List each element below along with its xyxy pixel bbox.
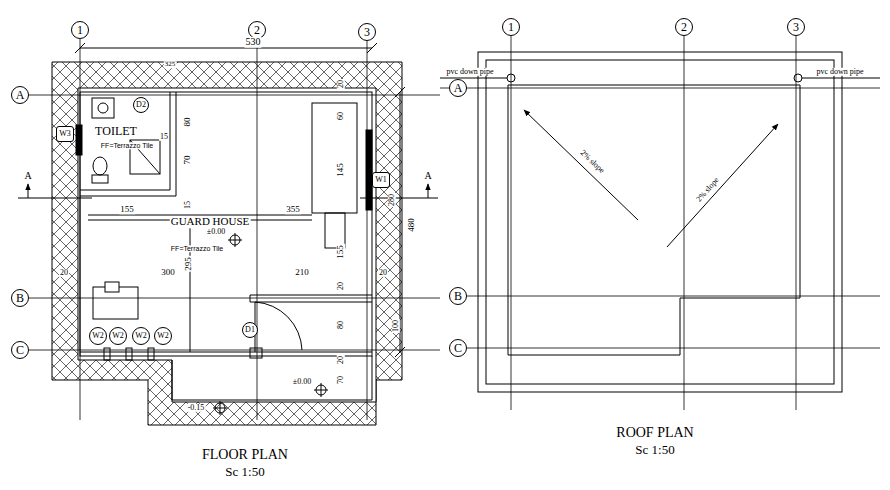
dimension: 15 (159, 133, 169, 141)
tag-text: A (454, 82, 463, 94)
tag-text: W2 (112, 332, 124, 340)
dimension: 280 (388, 193, 396, 207)
dimension: 155 (336, 244, 345, 260)
finish-note: FF=Terrazzo Tile (100, 142, 154, 149)
finish-note: FF=Terrazzo Tile (170, 245, 224, 252)
dimension: 20 (59, 269, 69, 277)
tag-text: D2 (136, 101, 146, 109)
grid-bubble: 3 (787, 18, 805, 36)
dimension: 70 (337, 375, 345, 385)
floor-plan (18, 39, 440, 425)
window-tag: W3 (56, 126, 74, 142)
dimension: 20 (337, 281, 345, 291)
tag-text: 2 (681, 21, 687, 33)
tag-text: W2 (135, 332, 147, 340)
level-mark: ±0.00 (206, 228, 226, 236)
tag-text: 2 (254, 24, 260, 36)
grid-bubble: 3 (358, 23, 376, 41)
tag-text: W1 (375, 176, 387, 184)
grid-bubble: 1 (71, 21, 89, 39)
dimension: 295 (184, 256, 193, 272)
room-name: TOILET (94, 125, 138, 138)
room-name: GUARD HOUSE (170, 216, 251, 228)
grid-bubble: B (11, 289, 29, 307)
dimension: 70 (183, 155, 192, 166)
pipe-note: pvc down pipe (445, 68, 494, 76)
dimension: 530 (245, 37, 262, 48)
drawing-title: FLOOR PLAN (201, 448, 289, 463)
dimension: 325 (164, 61, 177, 68)
pipe-note: pvc down pipe (815, 68, 864, 76)
tag-text: 3 (364, 26, 370, 38)
grid-bubble: A (11, 86, 29, 104)
dimension: 20 (378, 269, 388, 277)
tag-text: W2 (92, 332, 104, 340)
dimension: 155 (119, 205, 135, 214)
dimension: 300 (160, 268, 176, 277)
dimension: 80 (183, 117, 192, 128)
drawing-title: ROOF PLAN (615, 426, 694, 441)
dimension: 80 (337, 320, 345, 330)
window-tag: W2 (154, 327, 172, 345)
door-tag: D2 (133, 97, 149, 113)
scale-note: Sc 1:50 (224, 465, 265, 479)
tag-text: D1 (245, 326, 255, 334)
grid-bubble: B (449, 287, 467, 305)
dimension: 100 (392, 319, 400, 333)
tag-text: 3 (793, 21, 799, 33)
roof-plan (440, 36, 880, 410)
grid-bubble: A (449, 79, 467, 97)
grid-bubble: C (11, 341, 29, 359)
dimension: 480 (407, 217, 416, 233)
dimension: 60 (337, 111, 345, 121)
scale-note: Sc 1:50 (634, 443, 675, 457)
tag-text: B (16, 292, 24, 304)
grid-bubble: 2 (675, 18, 693, 36)
dimension: 20 (337, 79, 345, 89)
section-mark: A (423, 171, 432, 182)
tag-text: W3 (59, 130, 71, 138)
tag-text: W2 (157, 332, 169, 340)
tag-text: A (16, 89, 25, 101)
door-tag: D1 (242, 322, 258, 338)
level-mark: ±0.00 (292, 378, 312, 386)
section-mark: A (23, 171, 32, 182)
dimension: 145 (336, 162, 345, 178)
dimension: 15 (184, 200, 192, 210)
dimension: 355 (285, 205, 301, 214)
window-tag: W2 (132, 327, 150, 345)
tag-text: 1 (77, 24, 83, 36)
tag-text: C (454, 342, 462, 354)
grid-bubble: C (449, 339, 467, 357)
level-mark: -0.15 (187, 404, 206, 412)
grid-bubble: 1 (502, 18, 520, 36)
slope-note: 2% slope (694, 175, 721, 204)
window-tag: W2 (109, 327, 127, 345)
dimension: 210 (294, 268, 310, 277)
window-tag: W2 (89, 327, 107, 345)
window-tag: W1 (372, 172, 390, 188)
tag-text: C (16, 344, 24, 356)
dimension: 20 (337, 355, 345, 365)
tag-text: 1 (508, 21, 514, 33)
tag-text: B (454, 290, 462, 302)
slope-note: 2% slope (578, 148, 607, 176)
